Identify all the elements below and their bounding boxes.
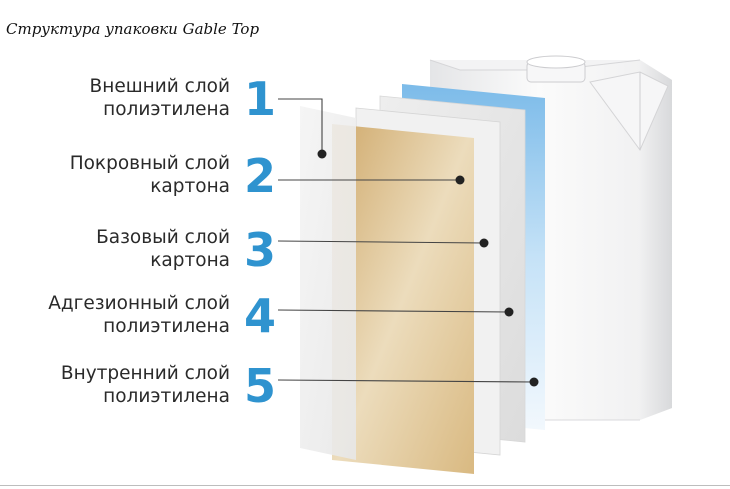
leader-line-4 (277, 309, 510, 313)
layer-1-label-line1: Внешний слой (89, 76, 230, 97)
layer-4-number: 4 (243, 289, 276, 343)
leader-line-3 (277, 240, 485, 244)
leader-line-1 (278, 98, 323, 154)
layer-3-label-line2: картона (150, 250, 230, 271)
leader-line-5 (277, 379, 535, 383)
leader-dot-1 (317, 149, 327, 159)
layer-1-number: 1 (243, 72, 276, 126)
layer-4-label-line2: полиэтилена (103, 316, 230, 337)
layer-5-number: 5 (243, 359, 276, 413)
layer-1-sheet (300, 106, 356, 460)
layer-3-label-line1: Базовый слой (96, 227, 230, 248)
layer-1-label-line2: полиэтилена (103, 99, 230, 120)
layer-2-label-line1: Покровный слой (69, 153, 230, 174)
layer-2-number: 2 (243, 149, 276, 203)
layer-2-sheet (332, 124, 474, 474)
leader-dot-4 (504, 307, 514, 317)
layer-3-number: 3 (243, 223, 276, 277)
leader-dot-3 (479, 238, 489, 248)
layer-5-label-line1: Внутренний слой (60, 363, 230, 384)
layer-2-label-line2: картона (150, 176, 230, 197)
bottom-divider (0, 485, 730, 486)
leader-dot-2 (455, 175, 465, 185)
layer-5-label-line2: полиэтилена (103, 386, 230, 407)
leader-dot-5 (529, 377, 539, 387)
layer-4-label-line1: Адгезионный слой (48, 293, 230, 314)
diagram-title: Структура упаковки Gable Top (6, 20, 260, 38)
